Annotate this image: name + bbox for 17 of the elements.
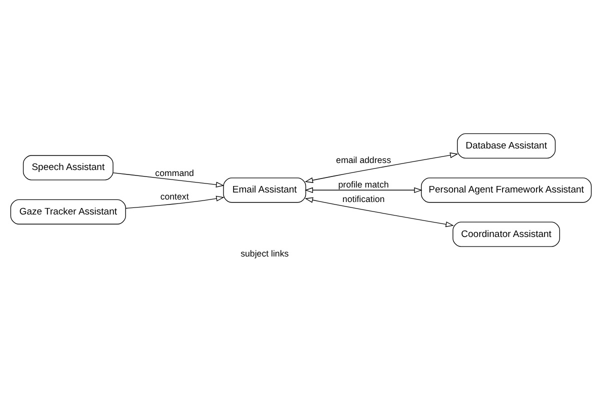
node-box: Database Assistant <box>457 133 556 159</box>
node-box: Personal Agent Framework Assistant <box>420 178 592 203</box>
edge-label: notification <box>342 194 385 204</box>
edge-label: command <box>155 168 194 178</box>
edge-label: context <box>160 191 189 202</box>
arrow <box>112 172 224 188</box>
arrow <box>304 187 422 193</box>
edge-label: email address <box>336 155 392 166</box>
node-box: Speech Assistant <box>22 155 114 180</box>
node-box: Email Assistant <box>223 178 306 203</box>
node-box: Coordinator Assistant <box>452 222 560 247</box>
arrow <box>125 196 224 209</box>
arrow <box>304 197 454 228</box>
arrow <box>304 152 458 184</box>
edge-label: profile match <box>338 180 389 190</box>
node-box: Gaze Tracker Assistant <box>10 199 126 224</box>
label: subject links <box>240 248 289 258</box>
